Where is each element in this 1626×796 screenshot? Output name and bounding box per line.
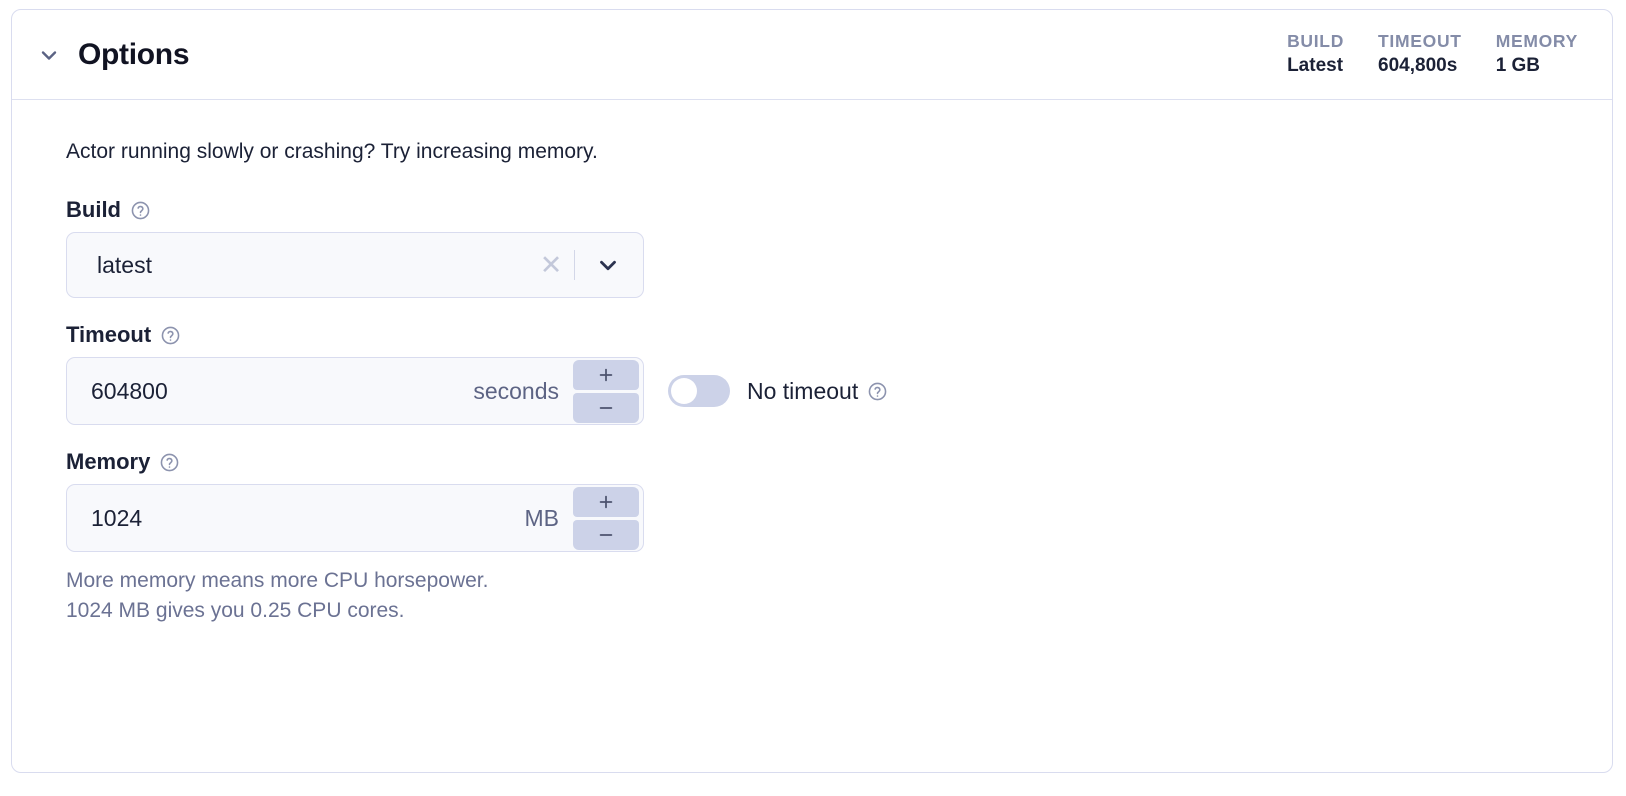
memory-input-group: MB — [66, 484, 644, 553]
no-timeout-label: No timeout — [747, 378, 888, 405]
lead-text: Actor running slowly or crashing? Try in… — [66, 140, 598, 163]
stat-build-value: Latest — [1287, 55, 1344, 77]
no-timeout-toggle[interactable] — [668, 375, 730, 408]
options-panel-body: Actor running slowly or crashing? Try in… — [12, 100, 1612, 626]
build-select-value: latest — [97, 251, 152, 278]
build-control-row: latest ✕ — [66, 232, 1588, 299]
toggle-knob — [671, 378, 697, 405]
timeout-field-block: Timeout seconds — [66, 324, 1588, 426]
timeout-stepper — [573, 359, 643, 423]
build-field-block: Build latest ✕ — [66, 199, 1588, 299]
no-timeout-label-text: No timeout — [747, 377, 859, 404]
memory-input[interactable] — [67, 503, 525, 533]
timeout-input[interactable] — [67, 376, 474, 406]
options-panel-header-left: Options — [36, 37, 190, 71]
timeout-control-row: seconds — [66, 357, 1588, 426]
stat-build-label: BUILD — [1287, 30, 1345, 51]
build-label-text: Build — [66, 197, 121, 223]
close-icon[interactable]: ✕ — [539, 249, 563, 280]
stat-build: BUILD Latest — [1287, 30, 1344, 79]
chevron-down-icon[interactable] — [591, 248, 625, 282]
build-select[interactable]: latest ✕ — [66, 232, 644, 299]
stat-memory: MEMORY 1 GB — [1496, 30, 1578, 79]
timeout-unit: seconds — [473, 377, 559, 404]
memory-helper-line-2: 1024 MB gives you 0.25 CPU cores. — [66, 599, 405, 623]
help-circle-icon[interactable] — [867, 381, 888, 402]
help-circle-icon[interactable] — [159, 452, 180, 473]
plus-icon[interactable] — [573, 486, 639, 517]
timeout-input-group: seconds — [66, 357, 644, 426]
timeout-label: Timeout — [66, 324, 1588, 346]
minus-icon[interactable] — [573, 519, 639, 550]
options-panel: Options BUILD Latest TIMEOUT 604,800s ME… — [11, 9, 1613, 773]
plus-icon[interactable] — [573, 359, 639, 390]
minus-icon[interactable] — [573, 392, 639, 423]
chevron-down-icon[interactable] — [36, 42, 62, 68]
select-divider — [574, 250, 575, 281]
stat-memory-value: 1 GB — [1495, 55, 1541, 77]
memory-helper-text: More memory means more CPU horsepower. 1… — [66, 566, 1588, 626]
memory-label-text: Memory — [66, 449, 151, 475]
stat-timeout-value: 604,800s — [1378, 55, 1458, 77]
memory-field-block: Memory MB — [66, 451, 1588, 626]
options-panel-header: Options BUILD Latest TIMEOUT 604,800s ME… — [12, 10, 1612, 100]
memory-helper-line-1: More memory means more CPU horsepower. — [66, 569, 489, 593]
stat-timeout: TIMEOUT 604,800s — [1378, 30, 1462, 79]
build-label: Build — [66, 199, 1588, 221]
memory-stepper — [573, 486, 643, 550]
timeout-label-text: Timeout — [66, 322, 152, 348]
memory-label: Memory — [66, 451, 1588, 473]
no-timeout-toggle-group: No timeout — [668, 375, 888, 408]
memory-unit: MB — [524, 504, 560, 531]
help-circle-icon[interactable] — [160, 325, 181, 346]
page-title: Options — [78, 37, 190, 71]
header-stats: BUILD Latest TIMEOUT 604,800s MEMORY 1 G… — [1287, 30, 1578, 79]
memory-control-row: MB — [66, 484, 1588, 553]
stat-timeout-label: TIMEOUT — [1378, 30, 1462, 51]
help-circle-icon[interactable] — [130, 200, 151, 221]
stat-memory-label: MEMORY — [1495, 30, 1578, 51]
